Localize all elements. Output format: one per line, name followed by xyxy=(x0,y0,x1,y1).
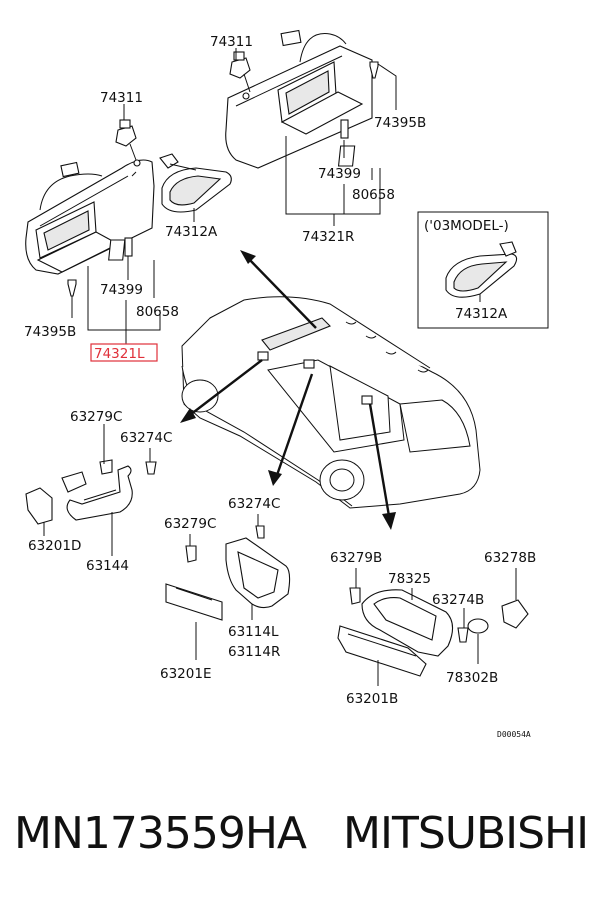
assist-grip-left xyxy=(25,459,157,525)
label-63274c-mid: 63274C xyxy=(228,496,280,512)
drawing-code: D00054A xyxy=(497,730,531,739)
label-63279b: 63279B xyxy=(330,550,382,566)
label-74321r: 74321R xyxy=(302,229,354,245)
assist-grip-right xyxy=(337,587,529,677)
label-78302b: 78302B xyxy=(446,670,498,686)
label-63278b: 63278B xyxy=(484,550,536,566)
label-63201d: 63201D xyxy=(28,538,81,554)
sun-visor-left xyxy=(25,119,155,297)
label-63274c-left: 63274C xyxy=(120,430,172,446)
label-80658-right: 80658 xyxy=(352,187,395,203)
label-63279c-mid: 63279C xyxy=(164,516,216,532)
label-74399-left: 74399 xyxy=(100,282,143,298)
leader-lines xyxy=(43,48,517,686)
label-74312a-center: 74312A xyxy=(165,224,218,240)
brand-name: MITSUBISHI xyxy=(343,808,589,859)
rear-view-mirror xyxy=(159,153,232,213)
label-74399-right: 74399 xyxy=(318,166,361,182)
vehicle-outline xyxy=(181,296,481,509)
part-number: MN173559HA xyxy=(14,808,307,859)
label-63144: 63144 xyxy=(86,558,129,574)
label-80658-left: 80658 xyxy=(136,304,179,320)
visor-holder-parts-right xyxy=(337,119,356,167)
footer: MN173559HA MITSUBISHI xyxy=(0,808,600,878)
assist-grip-middle xyxy=(165,525,291,621)
sun-visor-right xyxy=(225,29,379,169)
label-78325: 78325 xyxy=(388,571,431,587)
label-74395b-right: 74395B xyxy=(374,115,426,131)
model-03-box xyxy=(417,211,549,329)
label-63279c-left: 63279C xyxy=(70,409,122,425)
label-63201e: 63201E xyxy=(160,666,211,682)
label-63274b: 63274B xyxy=(432,592,484,608)
label-03-model: ('03MODEL-) xyxy=(424,218,509,234)
label-63114r: 63114R xyxy=(228,644,280,660)
label-63114l: 63114L xyxy=(228,624,279,640)
label-74311-left: 74311 xyxy=(100,90,143,106)
label-63201b: 63201B xyxy=(346,691,398,707)
highlight-box-74321L xyxy=(90,343,158,362)
pointer-arrows xyxy=(180,250,396,530)
label-74312a-box: 74312A xyxy=(455,306,508,322)
label-74395b-left: 74395B xyxy=(24,324,76,340)
part-labels: 74311 74311 74395B 74399 80658 74312A 74… xyxy=(24,34,536,739)
label-74321l: 74321L xyxy=(94,346,145,362)
label-74311-top: 74311 xyxy=(210,34,253,50)
